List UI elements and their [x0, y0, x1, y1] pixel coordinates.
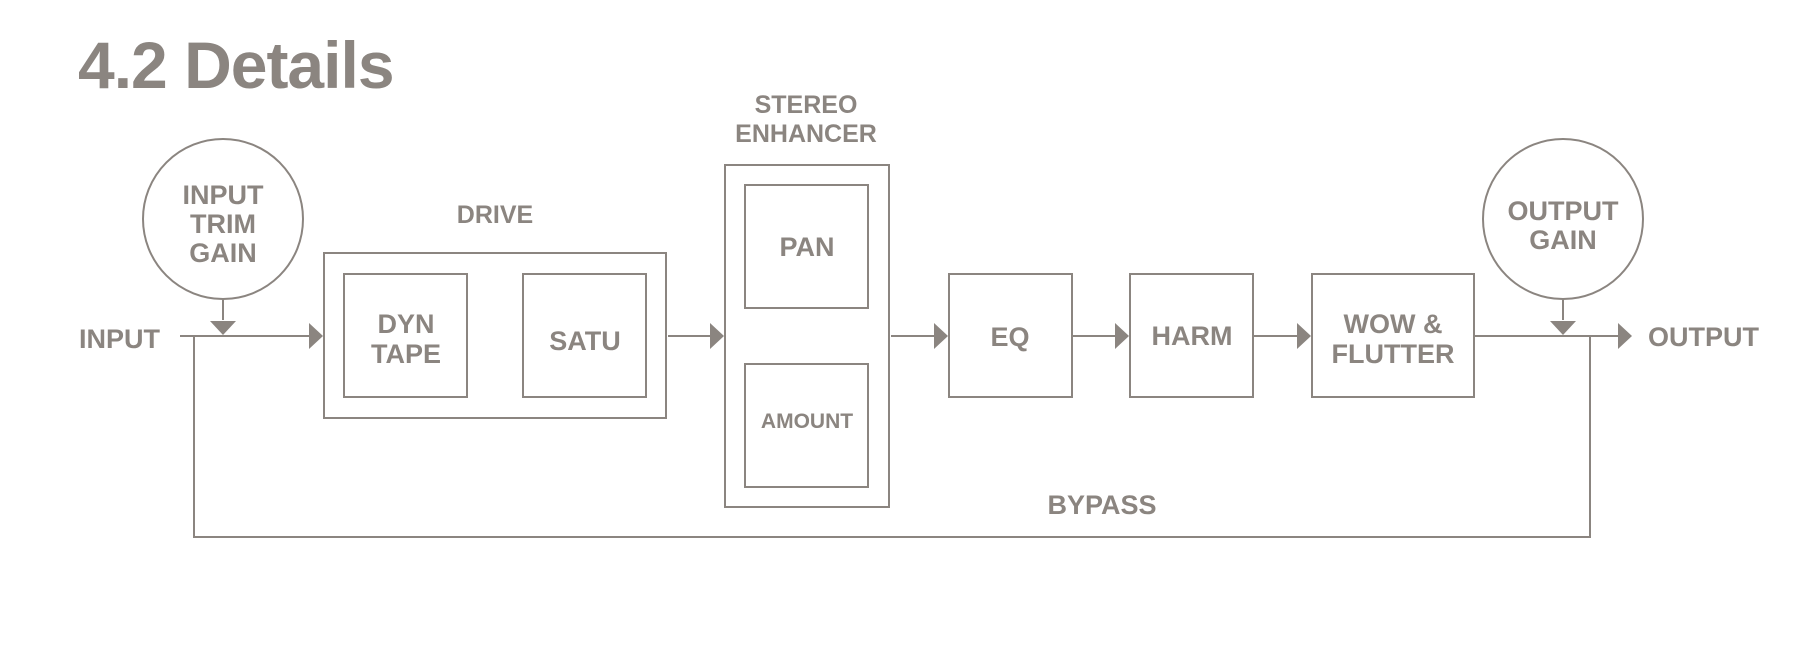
stereo-enhancer-label-1: STEREO [755, 91, 858, 119]
dyn-tape-label-1: DYN [377, 309, 434, 339]
bypass-label: BYPASS [1047, 490, 1156, 520]
input-trim-gain-knob[interactable]: INPUT TRIM GAIN [142, 138, 304, 300]
drive-group-box [323, 252, 667, 419]
wow-flutter-block[interactable]: WOW & FLUTTER [1311, 273, 1475, 398]
wow-flutter-label-2: FLUTTER [1332, 339, 1455, 369]
harm-block[interactable]: HARM [1129, 273, 1254, 398]
wow-flutter-label-1: WOW & [1344, 309, 1443, 339]
page-title: 4.2 Details [78, 28, 395, 102]
dyn-tape-block[interactable]: DYN TAPE [343, 273, 468, 398]
output-gain-label-1: OUTPUT [1508, 196, 1620, 226]
pan-label: PAN [779, 232, 834, 262]
satu-block[interactable]: SATU [522, 273, 647, 398]
input-label: INPUT [79, 324, 161, 354]
stereo-enhancer-label-2: ENHANCER [735, 120, 877, 148]
output-gain-knob[interactable]: OUTPUT GAIN [1482, 138, 1644, 300]
output-label: OUTPUT [1648, 322, 1760, 352]
input-trim-gain-label-3: GAIN [189, 238, 257, 268]
pan-block[interactable]: PAN [744, 184, 869, 309]
input-trim-gain-label-1: INPUT [183, 180, 265, 210]
drive-label: DRIVE [457, 201, 533, 229]
amount-block[interactable]: AMOUNT [744, 363, 869, 488]
output-gain-label-2: GAIN [1529, 225, 1597, 255]
input-trim-gain-label-2: TRIM [190, 209, 256, 239]
harm-label: HARM [1152, 321, 1233, 351]
signal-wires [180, 300, 1632, 538]
dyn-tape-label-2: TAPE [371, 339, 441, 369]
eq-block[interactable]: EQ [948, 273, 1073, 398]
stereo-enhancer-group-box [724, 164, 890, 508]
satu-label: SATU [549, 326, 621, 356]
eq-label: EQ [990, 322, 1029, 352]
amount-label: AMOUNT [761, 410, 853, 433]
